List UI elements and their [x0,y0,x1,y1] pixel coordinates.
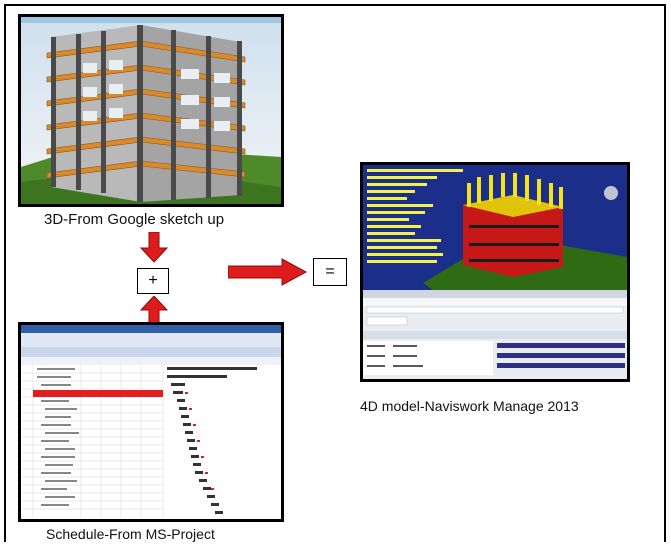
arrow-right-icon [228,258,308,286]
plus-operator: + [137,268,169,294]
navisworks-4d-panel [360,162,630,382]
msproject-caption: Schedule-From MS-Project [46,526,215,542]
building-3d-image [21,17,281,204]
equals-operator: = [313,258,347,286]
msproject-schedule-panel [18,322,284,522]
sketchup-model-panel [18,14,284,207]
figure-frame [4,4,666,542]
navisworks-caption: 4D model-Naviswork Manage 2013 [360,398,579,414]
sketchup-caption: 3D-From Google sketch up [44,211,225,228]
arrow-up-icon [139,296,169,326]
arrow-down-icon [139,232,169,263]
navisworks-4d-image [363,165,627,379]
navigation-cube-icon [604,186,618,200]
gantt-chart-image [21,325,281,519]
